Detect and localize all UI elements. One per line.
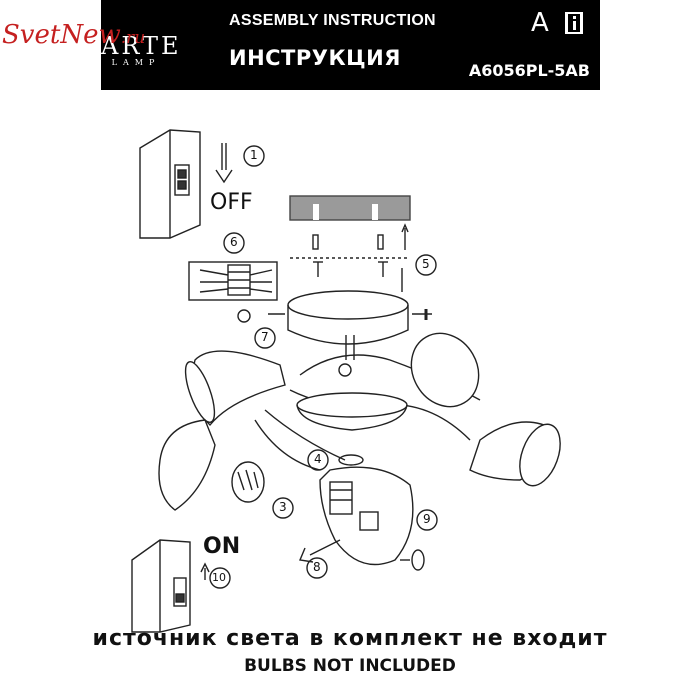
ceiling-block — [289, 195, 411, 221]
arrow-up-icon — [200, 562, 210, 580]
brand-name: ARTE — [101, 32, 182, 60]
header-bar: ARTE LAMP ASSEMBLY INSTRUCTION ИНСТРУКЦИ… — [101, 0, 600, 90]
bulb-socket — [329, 481, 379, 531]
wall-switch-on — [131, 539, 191, 633]
bulbs-note-russian: источник света в комплект не входит — [92, 626, 608, 651]
title-russian: ИНСТРУКЦИЯ — [229, 46, 401, 70]
terminal-block — [188, 261, 278, 301]
off-label: OFF — [210, 190, 253, 215]
title-english: ASSEMBLY INSTRUCTION — [229, 12, 436, 29]
arrow-down-icon — [215, 143, 233, 184]
watermark-part-c: .ru — [120, 28, 146, 48]
bulbs-note-english: BULBS NOT INCLUDED — [244, 656, 456, 676]
brand-logo: ARTE LAMP — [101, 32, 182, 67]
step-8-number: 8 — [313, 560, 321, 574]
model-number: A6056PL-5AB — [468, 61, 590, 80]
wire-connectors — [231, 461, 265, 503]
step-6-number: 6 — [230, 235, 238, 249]
canopy — [268, 290, 432, 345]
step-9-number: 9 — [423, 512, 431, 526]
watermark-part-b: New — [60, 20, 121, 50]
step-5-number: 5 — [422, 257, 430, 271]
watermark-logo: SvetNew.ru — [2, 20, 145, 50]
step-7-number: 7 — [261, 330, 269, 344]
on-label: ON — [203, 534, 241, 559]
step-1-number: 1 — [250, 148, 258, 162]
info-book-icon — [565, 12, 583, 34]
step-4-number: 4 — [314, 452, 322, 466]
wall-anchors — [312, 223, 409, 250]
step-3-number: 3 — [279, 500, 287, 514]
step-10-number: 10 — [212, 571, 226, 584]
series-letter: A — [531, 8, 549, 38]
watermark-part-a: Svet — [2, 20, 61, 50]
screws — [313, 261, 403, 292]
wall-switch-off — [139, 129, 201, 239]
brand-subtitle: LAMP — [111, 58, 161, 67]
